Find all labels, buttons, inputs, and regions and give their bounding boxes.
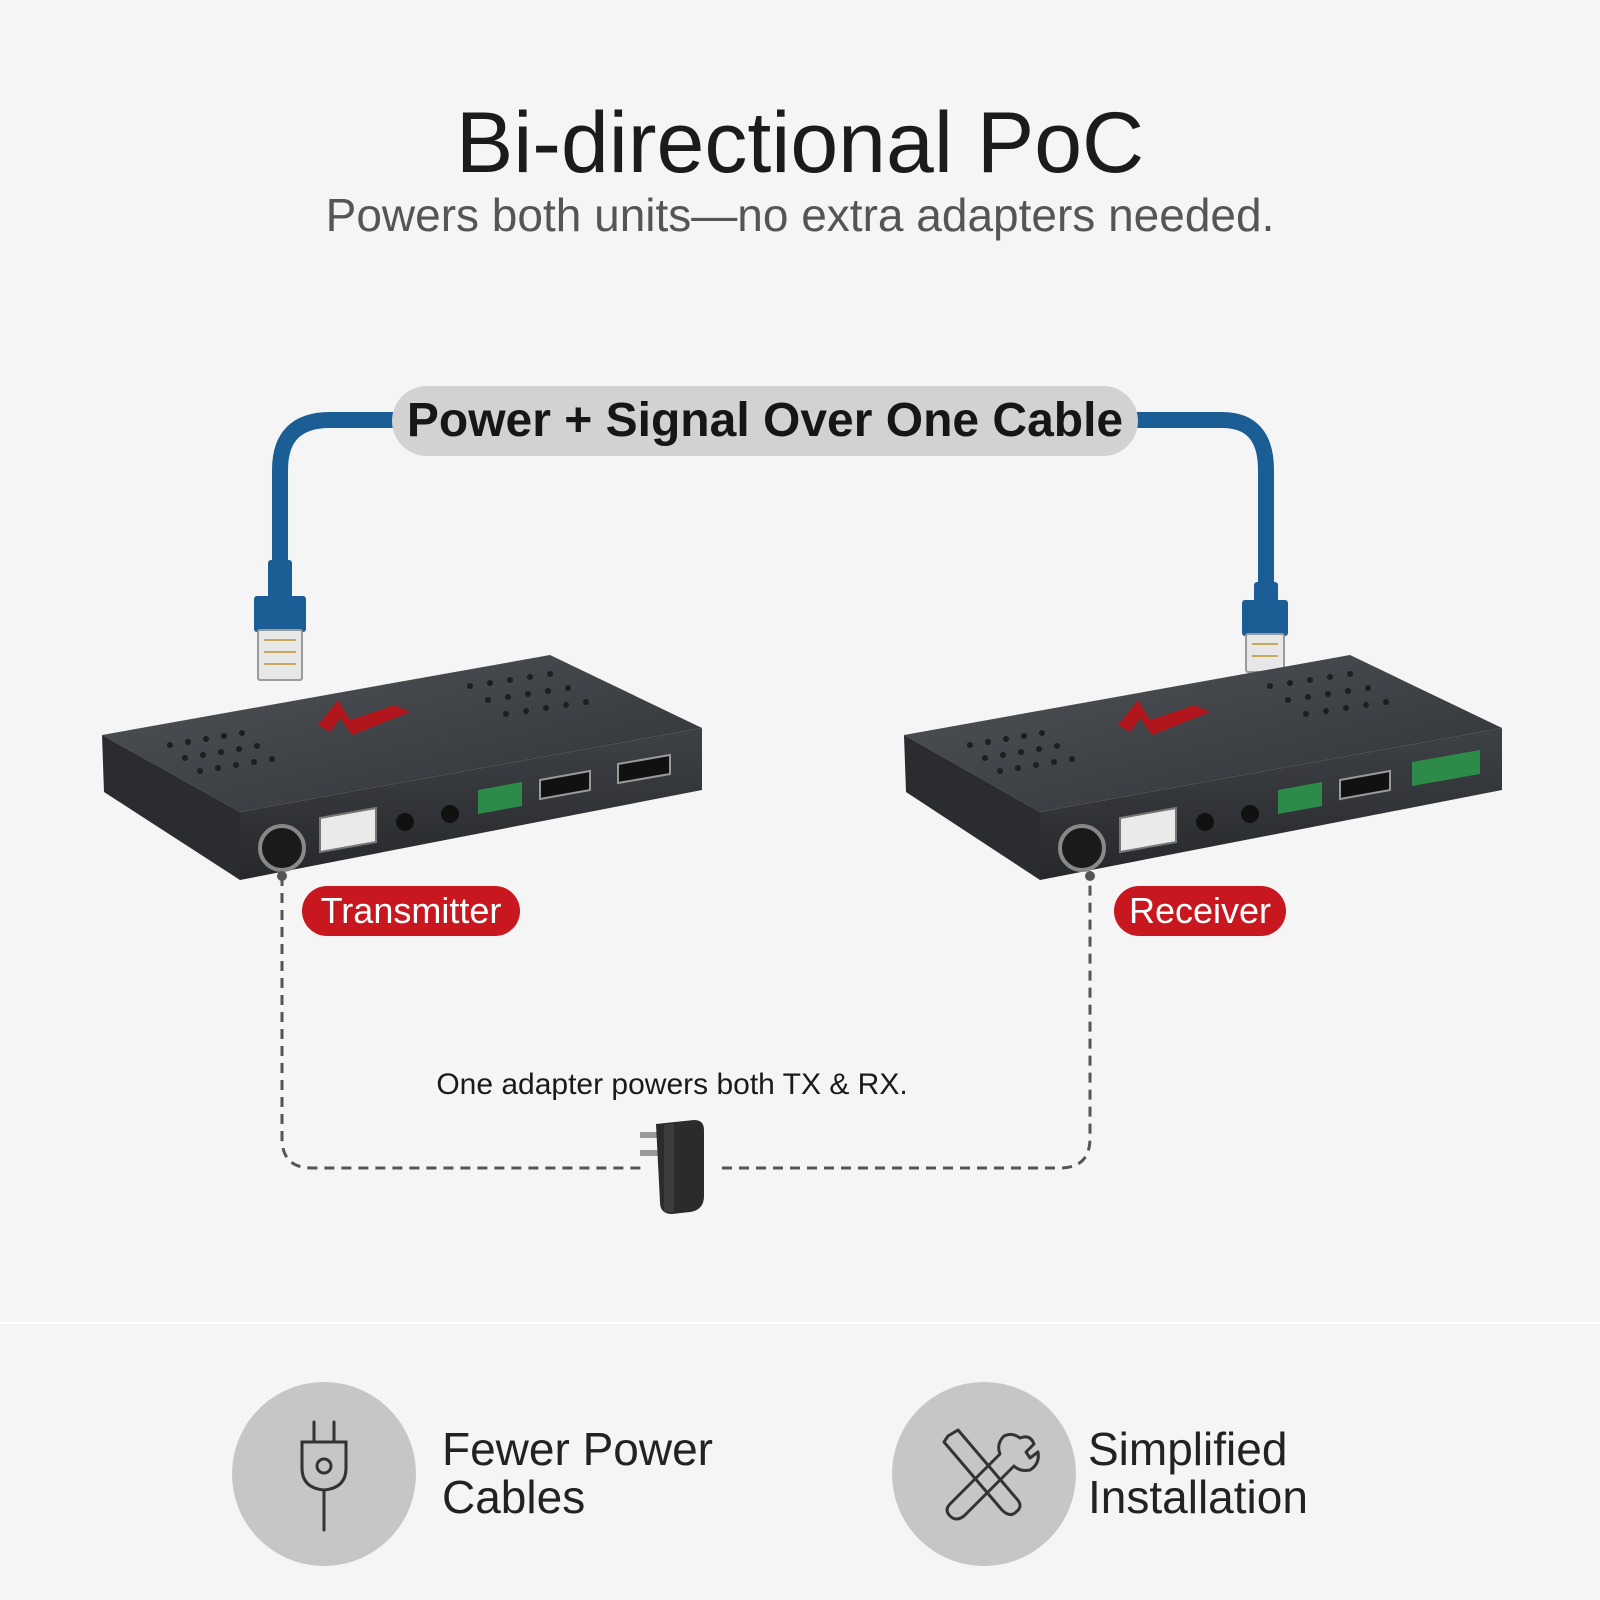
receiver-tag: Receiver — [1114, 886, 1286, 936]
brand-logo-right — [1118, 700, 1210, 735]
page-title: Bi-directional PoC — [455, 95, 1145, 191]
poc-diagram — [102, 412, 1502, 1214]
ethernet-cable — [272, 412, 1274, 608]
rj45-connector-right — [1242, 582, 1288, 673]
plug-icon — [300, 1420, 348, 1532]
section-divider — [0, 1322, 1600, 1324]
feature-1-line1: Fewer Power — [442, 1423, 713, 1475]
tools-icon — [942, 1428, 1040, 1521]
adapter-note: One adapter powers both TX & RX. — [436, 1068, 908, 1101]
hdmi-out-port — [539, 769, 591, 801]
hdbt-port — [319, 806, 377, 854]
audio-out-terminal — [1412, 750, 1480, 786]
page-subtitle: Powers both units—no extra adapters need… — [325, 189, 1275, 241]
hdmi-out-port-rx — [1339, 769, 1391, 801]
feature-simplified-installation: Simplified Installation — [1088, 1423, 1308, 1523]
feature-2-line2: Installation — [1088, 1470, 1308, 1523]
feature-fewer-cables: Fewer Power Cables — [442, 1423, 713, 1523]
feature-2-line1: Simplified — [1088, 1423, 1288, 1475]
transmitter-device — [102, 655, 702, 880]
rs232-terminal-rx — [1278, 782, 1322, 814]
feature-icons — [232, 1382, 1076, 1566]
receiver-device — [904, 655, 1502, 880]
rj45-connector-left — [254, 560, 306, 681]
power-dashed-line — [280, 876, 1092, 1170]
hdbt-in-port — [1119, 806, 1177, 854]
power-adapter-icon — [640, 1120, 704, 1214]
feature-1-line2: Cables — [442, 1470, 586, 1523]
power-jack-rx — [1058, 824, 1106, 872]
brand-logo-left — [318, 700, 410, 735]
power-jack — [258, 824, 306, 872]
cable-label: Power + Signal Over One Cable — [392, 386, 1138, 456]
rs232-terminal — [478, 782, 522, 814]
hdmi-in-port — [617, 753, 671, 785]
transmitter-tag: Transmitter — [302, 886, 520, 936]
